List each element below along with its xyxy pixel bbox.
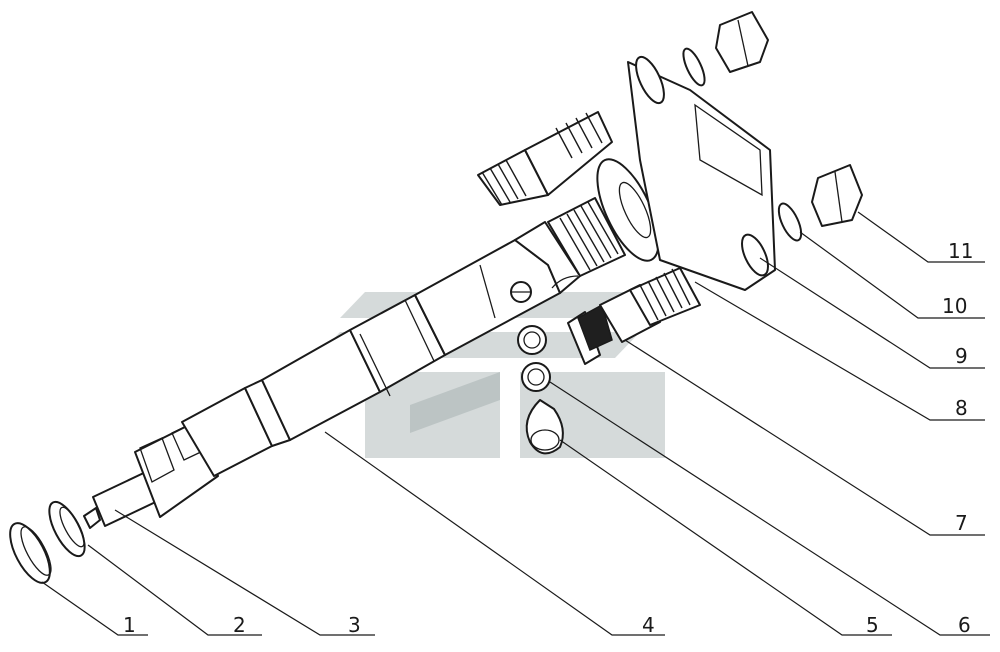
- callout-9: 9: [759, 257, 985, 369]
- part-11-nut: [811, 164, 863, 227]
- callout-label-8: 8: [955, 396, 968, 420]
- callout-10: 10: [799, 231, 985, 319]
- callout-label-4: 4: [642, 613, 655, 637]
- callout-label-9: 9: [955, 344, 968, 368]
- part-6-sealing-rings: [510, 281, 551, 392]
- callout-label-3: 3: [348, 613, 361, 637]
- callout-8: 8: [694, 281, 985, 421]
- part-upper-stud: [477, 111, 613, 206]
- callout-label-7: 7: [955, 511, 968, 535]
- part-1-shim: [9, 522, 52, 584]
- callout-label-11: 11: [948, 239, 973, 263]
- callout-label-5: 5: [866, 613, 879, 637]
- injector-body: [83, 221, 581, 529]
- callout-label-6: 6: [958, 613, 971, 637]
- part-top-washer: [682, 47, 706, 87]
- callout-label-10: 10: [942, 294, 967, 318]
- callout-4: 4: [324, 431, 665, 637]
- callout-7: 7: [624, 339, 985, 536]
- part-2-washer: [48, 500, 86, 558]
- callout-label-2: 2: [233, 613, 246, 637]
- callout-6: 6: [549, 381, 990, 637]
- part-5-clip: [525, 399, 564, 455]
- callout-1: 1: [41, 581, 148, 637]
- part-10-washer: [777, 202, 803, 242]
- part-top-nut: [715, 11, 769, 73]
- callout-3: 3: [114, 509, 375, 637]
- part-flange-plate: [596, 55, 776, 291]
- callout-2: 2: [87, 544, 262, 637]
- callout-11: 11: [857, 211, 985, 263]
- part-7-inlet-fitting: [567, 267, 701, 365]
- callout-label-1: 1: [123, 613, 136, 637]
- callout-5: 5: [559, 439, 892, 637]
- part-connector-upper: [547, 197, 626, 277]
